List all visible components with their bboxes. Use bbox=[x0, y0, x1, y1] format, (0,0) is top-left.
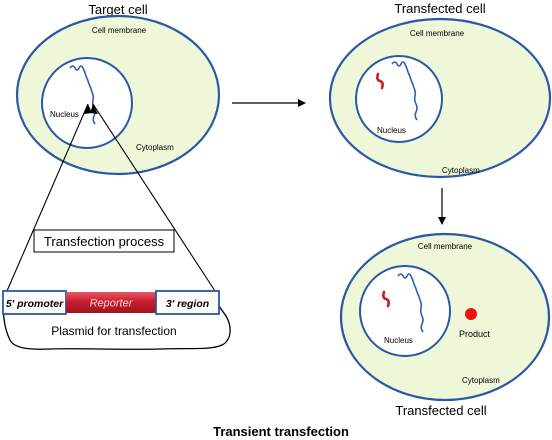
transfected-bottom-nucleus bbox=[359, 265, 451, 357]
target-nucleus bbox=[41, 57, 133, 149]
transfected-top-transgene bbox=[376, 72, 384, 90]
transfected-top-dna bbox=[391, 61, 418, 121]
arrow-down-head bbox=[438, 217, 446, 225]
plasmid-caption: Plasmid for transfection bbox=[51, 324, 176, 338]
reporter-segment bbox=[66, 292, 156, 313]
transfected-bottom-caption: Transfected cell bbox=[395, 403, 486, 418]
transfected-top-cytoplasm-label: Cytoplasm bbox=[442, 166, 480, 175]
process-label: Transfection process bbox=[44, 234, 165, 249]
promoter-label: 5' promoter bbox=[6, 298, 64, 310]
transfected-cell-top: Transfected cell Cell membrane Nucleus C… bbox=[328, 1, 552, 179]
plasmid: 5' promoter Reporter 3' region Plasmid f… bbox=[2, 290, 231, 350]
transfected-bottom-membrane-label: Cell membrane bbox=[418, 242, 473, 251]
transfection-process-box: Transfection process bbox=[33, 229, 175, 253]
diagram-title: Transient transfection bbox=[213, 424, 349, 439]
target-cell: Target cell Cell membrane Nucleus Cytopl… bbox=[15, 2, 221, 176]
transfection-line-right bbox=[92, 103, 216, 292]
transfection-path bbox=[6, 103, 216, 292]
product-label: Product bbox=[459, 329, 491, 339]
arrow-to-transfected bbox=[232, 99, 306, 107]
transfected-cell-bottom: Cell membrane Nucleus Product Cytoplasm … bbox=[339, 232, 551, 418]
transfected-bottom-dna bbox=[397, 273, 424, 333]
transfected-top-membrane-label: Cell membrane bbox=[410, 29, 465, 38]
transfection-arrowhead-left bbox=[84, 104, 92, 114]
target-cytoplasm-label: Cytoplasm bbox=[136, 143, 174, 152]
transfection-line-left bbox=[6, 103, 89, 292]
target-cell-heading: Target cell bbox=[88, 2, 147, 17]
transfected-bottom-cytoplasm-label: Cytoplasm bbox=[462, 376, 500, 385]
transfected-bottom-nucleus-label: Nucleus bbox=[384, 336, 413, 345]
reporter-label: Reporter bbox=[90, 298, 134, 310]
target-membrane-label: Cell membrane bbox=[92, 26, 147, 35]
product-dot bbox=[465, 308, 477, 320]
arrow-right-head bbox=[298, 99, 306, 107]
region-segment bbox=[155, 290, 220, 315]
plasmid-loop bbox=[2, 301, 231, 350]
region-label: 3' region bbox=[166, 298, 209, 310]
target-nucleus-label: Nucleus bbox=[50, 110, 79, 119]
arrow-to-transfected-bottom bbox=[438, 188, 446, 225]
transfected-bottom-transgene bbox=[382, 290, 390, 308]
transfected-top-heading: Transfected cell bbox=[394, 1, 485, 16]
process-box-frame bbox=[33, 229, 175, 253]
transfected-top-nucleus-label: Nucleus bbox=[377, 126, 406, 135]
transfection-arrowhead-right bbox=[90, 104, 98, 114]
